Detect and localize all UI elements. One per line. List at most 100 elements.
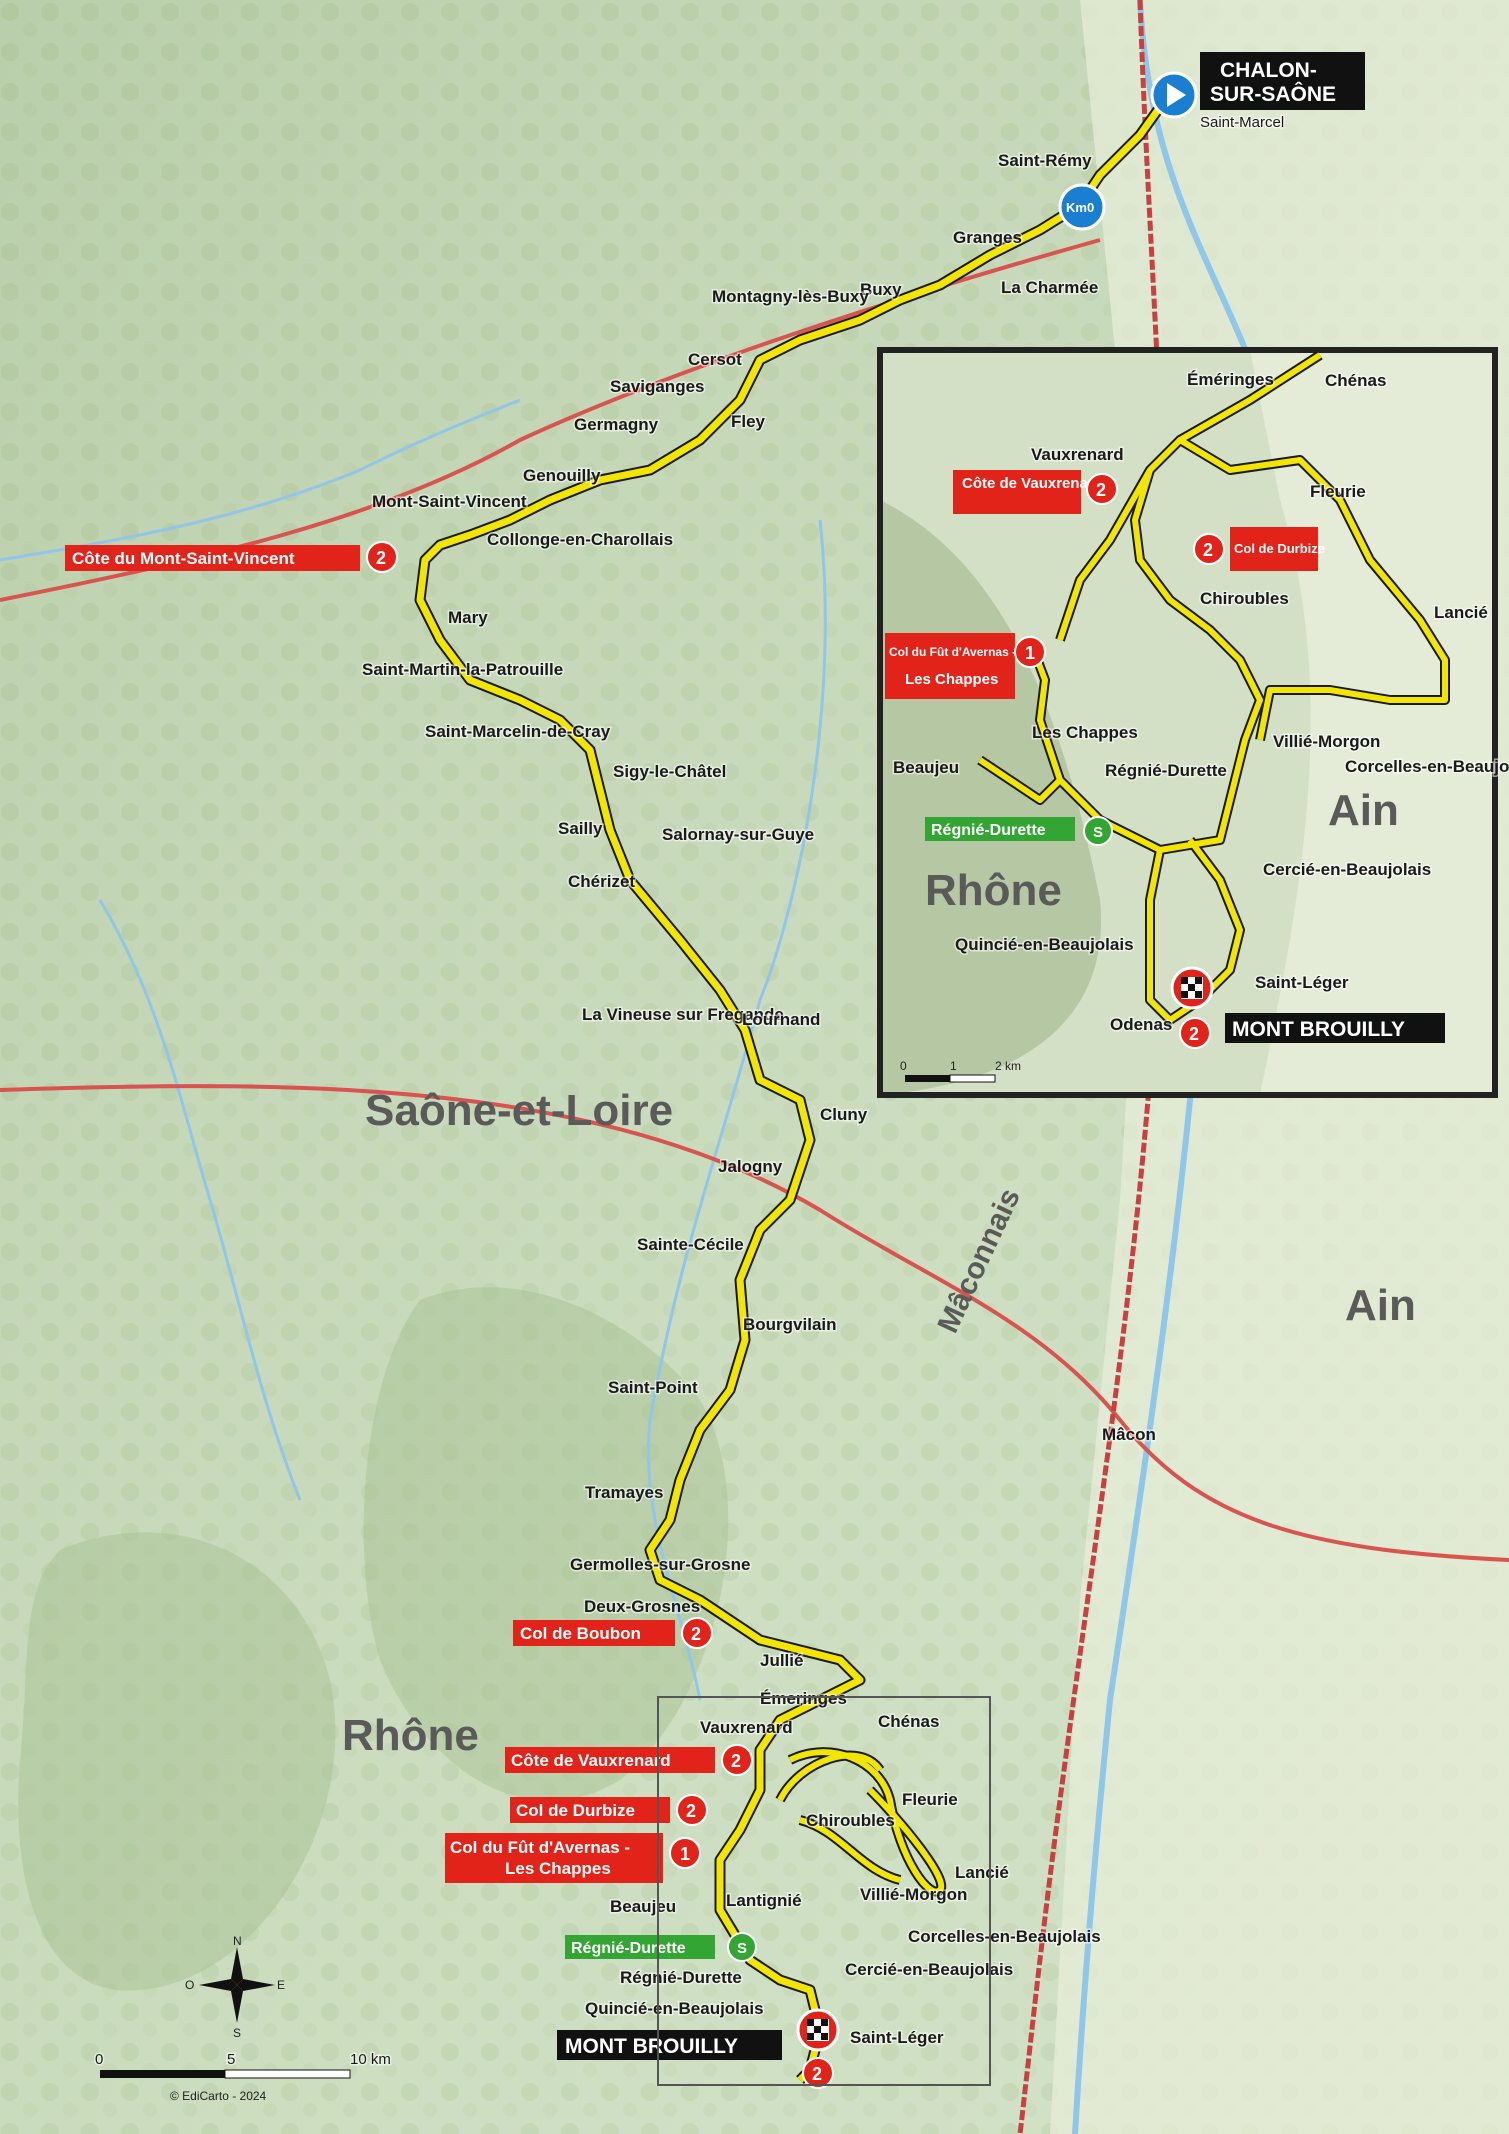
place-fley: Fley bbox=[731, 412, 766, 431]
place-saint-leger: Saint-Léger bbox=[850, 2028, 944, 2047]
climb-category: 2 bbox=[731, 1751, 741, 1771]
place-bourgvilain: Bourgvilain bbox=[743, 1315, 837, 1334]
place-la-charmee: La Charmée bbox=[1001, 278, 1098, 297]
place-saint-marcel: Saint-Marcel bbox=[1200, 114, 1284, 131]
inset-map: Éméringes Chénas Vauxrenard Fleurie Chir… bbox=[877, 347, 1509, 1098]
place-sigy: Sigy-le-Châtel bbox=[613, 762, 726, 781]
inset-scale-0: 0 bbox=[900, 1059, 907, 1073]
inset-sprint-label: Régnié-Durette bbox=[931, 822, 1046, 839]
compass-s: S bbox=[233, 2026, 241, 2040]
inset-place-quincie: Quincié-en-Beaujolais bbox=[955, 935, 1134, 954]
start-line1: CHALON- bbox=[1220, 59, 1317, 82]
inset-finish-label: MONT BROUILLY bbox=[1232, 1018, 1405, 1041]
inset-place-vauxrenard: Vauxrenard bbox=[1031, 445, 1124, 464]
finish-label: MONT BROUILLY bbox=[565, 2035, 738, 2058]
compass-n: N bbox=[233, 1934, 242, 1948]
inset-finish-category: 2 bbox=[1189, 1024, 1199, 1044]
place-vauxrenard: Vauxrenard bbox=[700, 1718, 793, 1737]
inset-sprint: Régnié-Durette S bbox=[925, 816, 1113, 846]
climb-mont-saint-vincent: Côte du Mont-Saint-Vincent 2 bbox=[65, 541, 398, 573]
place-la-vineuse: La Vineuse sur Fregande bbox=[582, 1005, 784, 1024]
climb-category: 2 bbox=[686, 1801, 696, 1821]
inset-place-emeringes: Éméringes bbox=[1187, 370, 1274, 389]
region-saone-et-loire: Saône-et-Loire bbox=[365, 1086, 673, 1135]
place-granges: Granges bbox=[953, 228, 1022, 247]
inset-place-beaujeu: Beaujeu bbox=[893, 758, 959, 777]
inset-climb-label-line2: Les Chappes bbox=[905, 671, 998, 688]
inset-climb-category: 2 bbox=[1203, 540, 1213, 560]
forest-area bbox=[18, 1532, 336, 1991]
sprint-icon: S bbox=[737, 1940, 747, 1957]
inset-climb-durbize: 2 Col de Durbize bbox=[1193, 527, 1325, 571]
climb-col-de-durbize: Col de Durbize 2 bbox=[510, 1794, 708, 1826]
copyright: © EdiCarto - 2024 bbox=[170, 2089, 267, 2103]
inset-region-rhone: Rhône bbox=[925, 866, 1062, 915]
km0-marker: Km0 bbox=[1058, 183, 1106, 231]
place-jalogny: Jalogny bbox=[718, 1157, 783, 1176]
place-beaujeu: Beaujeu bbox=[610, 1897, 676, 1916]
inset-area-outline bbox=[657, 1696, 991, 2086]
place-mary: Mary bbox=[448, 608, 488, 627]
compass-o: O bbox=[185, 1978, 194, 1992]
climb-label: Col de Durbize bbox=[516, 1801, 635, 1820]
climb-col-de-boubon: Col de Boubon 2 bbox=[513, 1617, 713, 1649]
scale-tick-5: 5 bbox=[227, 2051, 235, 2068]
climb-label: Côte du Mont-Saint-Vincent bbox=[72, 549, 295, 568]
place-villie-morgon: Villié-Morgon bbox=[860, 1885, 967, 1904]
scale-bar: 0 5 10 km © EdiCarto - 2024 bbox=[94, 2050, 393, 2104]
place-saint-remy: Saint-Rémy bbox=[998, 151, 1092, 170]
place-sainte-cecile: Sainte-Cécile bbox=[637, 1235, 744, 1254]
place-genouilly: Genouilly bbox=[523, 466, 601, 485]
inset-place-regnie-durette: Régnié-Durette bbox=[1105, 761, 1227, 780]
inset-place-odenas: Odenas bbox=[1110, 1015, 1172, 1034]
inset-climb-category: 2 bbox=[1096, 480, 1106, 500]
inset-place-fleurie: Fleurie bbox=[1310, 482, 1366, 501]
inset-place-villie-morgon: Villié-Morgon bbox=[1273, 732, 1380, 751]
place-cherizet: Chérizet bbox=[568, 872, 635, 891]
start-marker: CHALON- SUR-SAÔNE bbox=[1150, 52, 1365, 119]
inset-place-corcelles: Corcelles-en-Beaujolais bbox=[1345, 757, 1509, 776]
river-bourbince bbox=[0, 398, 521, 562]
place-deux-grosnes: Deux-Grosnes bbox=[584, 1597, 700, 1616]
place-regnie-durette: Régnié-Durette bbox=[620, 1968, 742, 1987]
place-mont-saint-vincent: Mont-Saint-Vincent bbox=[372, 492, 527, 511]
climb-label-line1: Col du Fût d'Avernas - bbox=[450, 1838, 630, 1857]
compass-e: E bbox=[277, 1978, 285, 1992]
inset-sprint-icon: S bbox=[1093, 824, 1103, 841]
climb-cote-de-vauxrenard: Côte de Vauxrenard 2 bbox=[505, 1744, 753, 1776]
climb-col-du-fut-avernas: Col du Fût d'Avernas - Les Chappes 1 bbox=[445, 1833, 701, 1883]
finish-category: 2 bbox=[812, 2064, 822, 2084]
place-corcelles: Corcelles-en-Beaujolais bbox=[908, 1927, 1101, 1946]
place-salornay: Salornay-sur-Guye bbox=[662, 825, 814, 844]
region-ain: Ain bbox=[1345, 1281, 1416, 1330]
place-cersot: Cersot bbox=[688, 350, 742, 369]
place-montagny: Montagny-lès-Buxy bbox=[712, 287, 869, 306]
place-macon: Mâcon bbox=[1102, 1425, 1156, 1444]
inset-climb-label-line1: Col du Fût d'Avernas - bbox=[889, 645, 1016, 659]
inset-scale-1: 1 bbox=[950, 1059, 957, 1073]
place-emeringes: Émeringes bbox=[760, 1689, 847, 1708]
climb-category: 1 bbox=[680, 1844, 690, 1864]
inset-place-chenas: Chénas bbox=[1325, 371, 1386, 390]
inset-region-ain: Ain bbox=[1328, 786, 1399, 835]
inset-place-lancie: Lancié bbox=[1434, 603, 1488, 622]
place-chenas: Chénas bbox=[878, 1712, 939, 1731]
place-collonge: Collonge-en-Charollais bbox=[487, 530, 673, 549]
place-cercie: Cercié-en-Beaujolais bbox=[845, 1960, 1013, 1979]
place-lantignie: Lantignié bbox=[726, 1891, 802, 1910]
region-rhone: Rhône bbox=[342, 1711, 479, 1760]
km0-label: Km0 bbox=[1066, 200, 1094, 215]
place-germagny: Germagny bbox=[574, 415, 659, 434]
finish-marker: MONT BROUILLY 2 bbox=[557, 2008, 840, 2089]
place-saint-martin-patrouille: Saint-Martin-la-Patrouille bbox=[362, 660, 563, 679]
place-jullie: Jullié bbox=[760, 1651, 803, 1670]
place-chiroubles: Chiroubles bbox=[806, 1811, 895, 1830]
place-buxy: Buxy bbox=[860, 280, 902, 299]
inset-climb-fut-avernas: Col du Fût d'Avernas - Les Chappes 1 bbox=[885, 633, 1046, 699]
place-saint-marcelin: Saint-Marcelin-de-Cray bbox=[425, 722, 611, 741]
scale-tick-0: 0 bbox=[95, 2051, 103, 2068]
inset-climb-label: Col de Durbize bbox=[1234, 541, 1325, 556]
climb-label-line2: Les Chappes bbox=[505, 1859, 611, 1878]
road-n79 bbox=[0, 1084, 1509, 1562]
